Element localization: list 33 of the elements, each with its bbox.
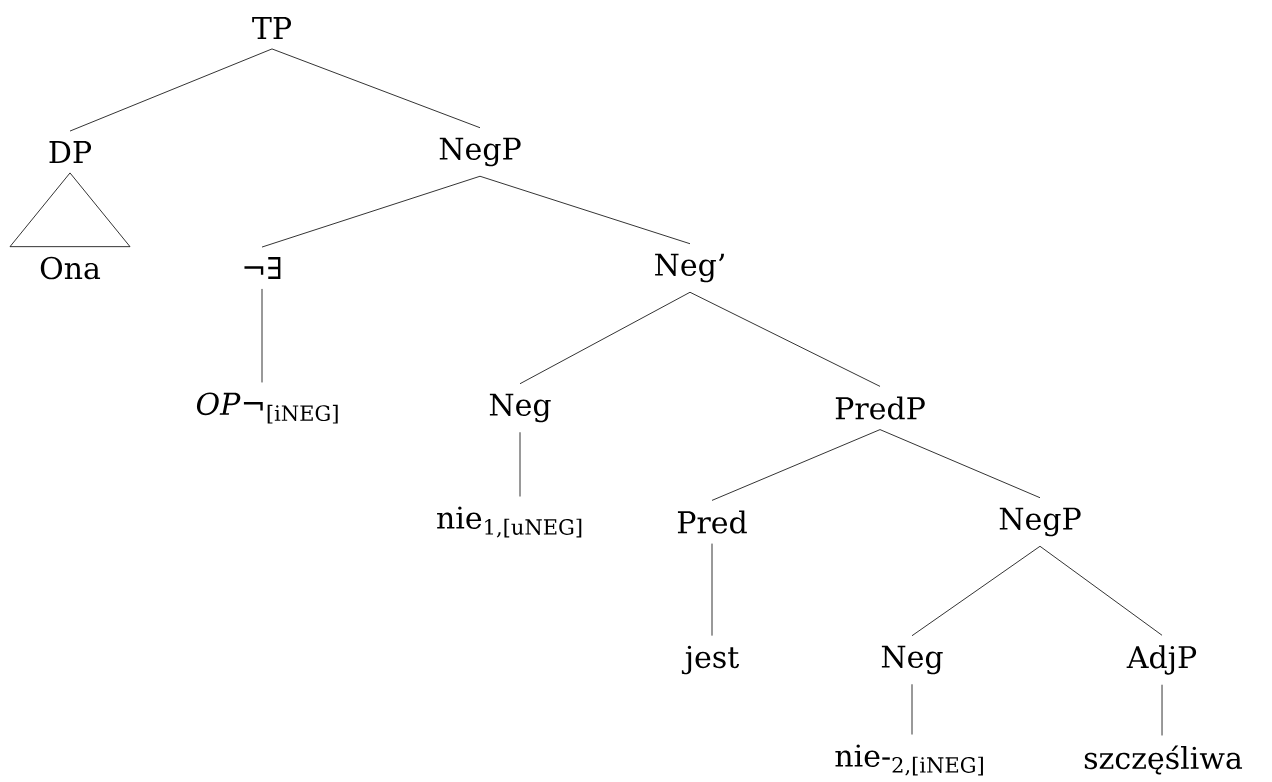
- node-label: Ona: [40, 256, 101, 280]
- node-label: AdjP: [1126, 645, 1197, 675]
- branch-line: [911, 545, 1041, 637]
- node-label: PredP: [835, 396, 925, 420]
- branch-line: [711, 429, 881, 501]
- branch-line: [711, 543, 713, 637]
- triangle-roof: [9, 172, 131, 248]
- branch-line: [879, 429, 1041, 499]
- branch-line: [261, 175, 481, 248]
- node-label: szczęśliwa: [1084, 745, 1243, 775]
- node-label: nie$_{1,[uNEG]}$: [437, 506, 582, 538]
- branch-line: [689, 291, 881, 387]
- node-label: NegP: [439, 137, 521, 167]
- node-label: OP¬$_{[iNEG]}$: [196, 392, 338, 424]
- branch-line: [271, 48, 481, 129]
- branch-line: [1039, 545, 1163, 636]
- branch-line: [69, 48, 273, 132]
- branch-line: [261, 288, 263, 383]
- node-label: Neg’: [655, 253, 724, 283]
- branch-line: [519, 291, 691, 385]
- branch-line: [479, 175, 691, 245]
- node-label: NegP: [999, 507, 1081, 537]
- node-label: ¬∃: [244, 257, 281, 279]
- branch-line: [1161, 684, 1163, 736]
- node-label: jest: [681, 645, 740, 675]
- node-label: nie-$_{2,[iNEG]}$: [835, 744, 983, 776]
- node-label: Neg: [881, 645, 943, 675]
- node-label: TP: [252, 17, 291, 39]
- node-label: DP: [49, 141, 92, 163]
- node-label: Neg: [489, 393, 551, 423]
- branch-line: [911, 683, 913, 735]
- node-label: Pred: [677, 510, 747, 534]
- branch-line: [519, 431, 521, 497]
